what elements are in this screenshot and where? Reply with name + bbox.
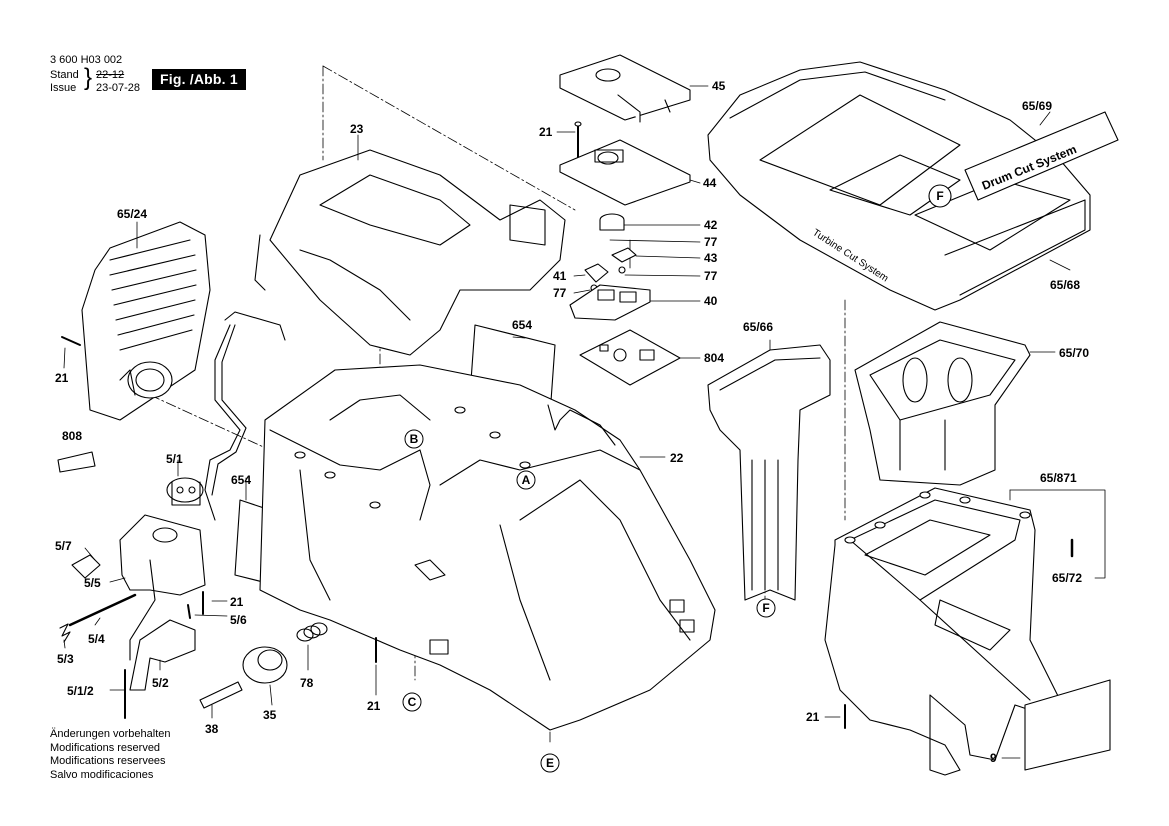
note-es: Salvo modificaciones [50,768,154,781]
switch-knob-42 [599,213,625,231]
callout-b: B [410,432,419,446]
switch-plate-44 [559,139,691,206]
label-41: 41 [553,269,567,283]
label-804: 804 [704,351,724,365]
callout-f-top: F [936,189,943,203]
part-5-7 [71,554,101,579]
screw-21-left [61,336,81,346]
circuit-board-804 [579,329,681,386]
callout-letters: B A C E F F [408,189,944,770]
part-number: 3 600 H03 002 [50,54,123,66]
label-654-b: 654 [231,473,251,487]
brace-symbol: } [84,64,93,91]
label-808 [57,451,96,473]
label-5-5: 5/5 [84,576,101,590]
label-9 [1024,679,1111,771]
container-65-871 [824,487,1061,776]
modification-notes: Änderungen vorbehalten Modifications res… [50,728,170,782]
label-21-top: 21 [539,125,553,139]
shaft-5-4 [68,593,137,627]
callout-a: A [522,473,531,487]
figure-label: Fig. /Abb. 1 [152,69,246,90]
note-fr: Modifications reservees [50,755,166,767]
label-65-871: 65/871 [1040,471,1077,485]
label-65-66: 65/66 [743,320,773,334]
bracket-5-2 [129,619,196,691]
stand-value: 22-12 [96,69,125,81]
label-65-24: 65/24 [117,207,147,221]
label-23: 23 [350,122,364,136]
label-5-3: 5/3 [57,652,74,666]
basket-65-70 [854,321,1031,486]
main-housing-22 [259,364,716,731]
label-77-a: 77 [704,235,718,249]
hopper-65-69 [707,61,1119,311]
label-77-b: 77 [704,269,718,283]
chute-65-66 [707,344,831,601]
label-43: 43 [704,251,718,265]
label-5-6: 5/6 [230,613,247,627]
label-65-69: 65/69 [1022,99,1052,113]
label-65-72: 65/72 [1052,571,1082,585]
upper-housing-23 [254,149,566,356]
part-number-labels: 45 21 44 23 42 77 43 77 41 77 40 804 654… [55,79,1089,765]
callout-f-bottom: F [762,601,769,615]
side-grille-65-24 [81,221,211,421]
label-5-1: 5/1 [166,452,183,466]
callout-c: C [408,695,417,709]
label-5-1-2: 5/1/2 [67,684,94,698]
label-78: 78 [300,676,314,690]
label-5-7: 5/7 [55,539,72,553]
switch-housing-40 [569,284,651,321]
label-21-mid: 21 [230,595,244,609]
callout-e: E [546,756,554,770]
stand-label: Stand [50,69,79,81]
label-22: 22 [670,451,684,465]
spring-5-3 [59,623,71,643]
label-5-4: 5/4 [88,632,105,646]
label-44: 44 [703,176,717,190]
label-40: 40 [704,294,718,308]
plug-5-1 [166,477,204,506]
label-65-68: 65/68 [1050,278,1080,292]
switch-button-43 [611,247,637,274]
leader-lines [63,85,1106,759]
switch-assembly-5 [119,514,206,661]
bolt-38 [199,681,243,709]
label-9: 9 [990,751,997,765]
label-5-2: 5/2 [152,676,169,690]
spring-78 [296,622,328,642]
note-en: Modifications reserved [50,741,161,754]
label-77-c: 77 [553,286,567,300]
label-38: 38 [205,722,219,736]
pin-5-6 [187,604,191,619]
label-21-right: 21 [806,710,820,724]
label-45: 45 [712,79,726,93]
screw-21-top [574,121,582,159]
issue-label: Issue [50,82,77,94]
cover-plate-45 [559,54,691,123]
label-808: 808 [62,429,82,443]
issue-value: 23-07-28 [96,82,141,94]
cable-harness [204,311,286,521]
label-35: 35 [263,708,277,722]
label-654-a: 654 [512,318,532,332]
knob-35 [242,646,288,684]
callout-circles [402,429,776,773]
label-65-70: 65/70 [1059,346,1089,360]
label-21-left: 21 [55,371,69,385]
label-42: 42 [704,218,718,232]
note-de: Änderungen vorbehalten [50,728,171,740]
label-21-bottom: 21 [367,699,381,713]
